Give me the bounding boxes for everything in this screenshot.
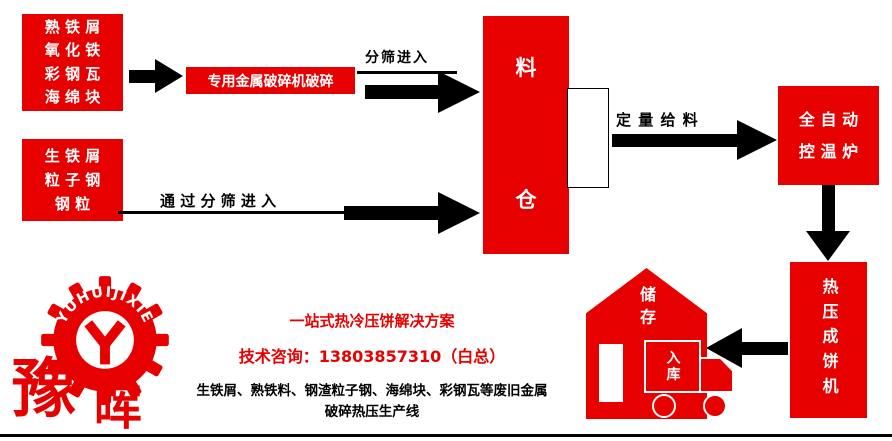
arrow-down-icon xyxy=(822,185,835,233)
arrow-left-icon xyxy=(742,342,788,355)
slogan-text: 一站式热冷压饼解决方案 xyxy=(289,312,455,330)
materials-top-line: 氧 化 铁 xyxy=(44,41,101,60)
arrow-right-icon xyxy=(438,192,480,234)
arrow-right-icon xyxy=(344,206,440,220)
contact-text: 技术咨询：13803857310（白总） xyxy=(238,347,506,366)
crusher-label: 专用金属破碎机破碎 xyxy=(207,73,334,90)
furnace-line: 控 温 炉 xyxy=(798,141,859,161)
materials-top-line: 彩 钢 瓦 xyxy=(44,64,101,83)
materials-left-line: 生 铁 屑 xyxy=(44,147,101,165)
truck-wheel-icon xyxy=(703,394,727,418)
silo-char-top: 料 xyxy=(515,56,537,80)
brand-char: 豫 xyxy=(12,353,76,427)
arrow-right-icon xyxy=(155,59,183,93)
gear-logo-icon: YUHUIJIXIE xyxy=(41,276,169,404)
truck-icon: 入库 xyxy=(644,340,701,393)
arrow-down-icon xyxy=(806,231,850,261)
materials-left-line: 钢 粒 xyxy=(54,195,91,213)
arrow-line xyxy=(118,211,346,214)
bottom-rule xyxy=(0,434,892,437)
house-door-icon xyxy=(599,344,623,402)
press-box: 热压成饼机 xyxy=(790,262,867,418)
materials-top-line: 熟 铁 屑 xyxy=(44,18,101,36)
inbound-label: 入库 xyxy=(664,349,681,384)
furnace-line: 全 自 动 xyxy=(798,109,859,129)
description-line-1: 生铁屑、熟铁料、钢渣粒子钢、海绵块、彩钢瓦等废旧金属 xyxy=(196,383,548,399)
arrow-right-icon xyxy=(438,71,480,113)
feed-label: 定 量 给 料 xyxy=(616,111,699,129)
materials-left-line: 粒 子 钢 xyxy=(44,171,101,189)
storage-label: 储存 xyxy=(637,286,656,331)
brand-char: 晖 xyxy=(94,380,143,436)
truck-wheel-icon xyxy=(652,394,676,418)
arrow-line xyxy=(357,71,457,74)
sieve-bottom-label: 通 过 分 筛 进 入 xyxy=(160,192,277,210)
silo-outlet xyxy=(567,88,609,188)
crusher-box: 专用金属破碎机破碎 xyxy=(186,67,355,94)
arrow-right-icon xyxy=(129,70,155,83)
arrow-right-icon xyxy=(365,85,440,99)
description-line-2: 破碎热压生产线 xyxy=(324,404,420,420)
arrow-right-icon xyxy=(612,134,740,147)
materials-top-line: 海 绵 块 xyxy=(44,87,101,106)
arrow-right-icon xyxy=(737,120,777,160)
press-label: 热压成饼机 xyxy=(819,278,839,402)
sieve-top-label: 分筛进入 xyxy=(365,50,429,66)
materials-top-box: 熟 铁 屑 氧 化 铁 彩 钢 瓦 海 绵 块 xyxy=(22,14,123,111)
materials-left-box: 生 铁 屑 粒 子 钢 钢 粒 xyxy=(22,139,123,221)
silo-box: 料 仓 xyxy=(483,16,569,254)
furnace-box: 全 自 动 控 温 炉 xyxy=(778,86,879,185)
silo-char-bottom: 仓 xyxy=(515,188,537,212)
